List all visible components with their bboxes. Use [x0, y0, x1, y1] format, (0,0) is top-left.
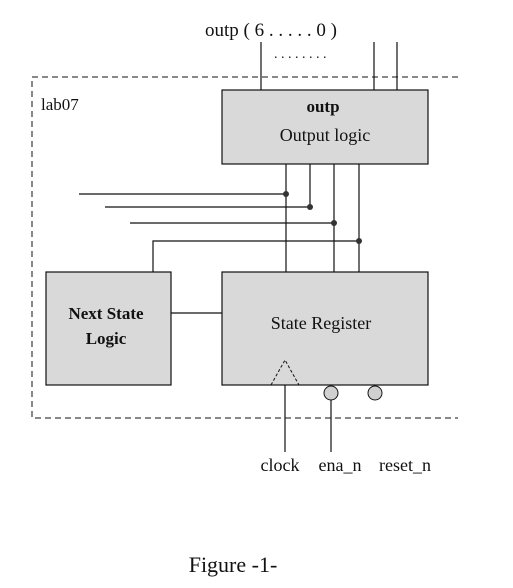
state-register-label: State Register: [271, 313, 371, 333]
state-register-block: [221, 271, 429, 386]
output-logic-title: outp: [306, 97, 339, 116]
module-name: lab07: [41, 95, 79, 114]
ena-n-bubble: [323, 385, 339, 401]
clock-label: clock: [261, 455, 300, 475]
input-wires: [284, 385, 332, 452]
reset-n-bubble: [367, 385, 383, 401]
figure-caption: Figure -1-: [189, 552, 278, 577]
state-feedback-wires: [79, 164, 362, 272]
next-state-logic-label-line1: Next State: [68, 304, 144, 323]
ena-n-label: ena_n: [319, 455, 362, 475]
output-bus-wires: [260, 42, 398, 90]
output-logic-subtitle: Output logic: [280, 125, 371, 145]
next-state-logic-label-line2: Logic: [86, 329, 127, 348]
module-boundary: [31, 76, 458, 419]
next-state-logic-block: [45, 271, 172, 386]
bus-label: outp ( 6 . . . . . 0 ): [205, 20, 337, 41]
bus-ellipsis: . . . . . . . .: [274, 47, 327, 62]
reset-n-label: reset_n: [379, 455, 431, 475]
output-logic-block: [221, 89, 429, 165]
